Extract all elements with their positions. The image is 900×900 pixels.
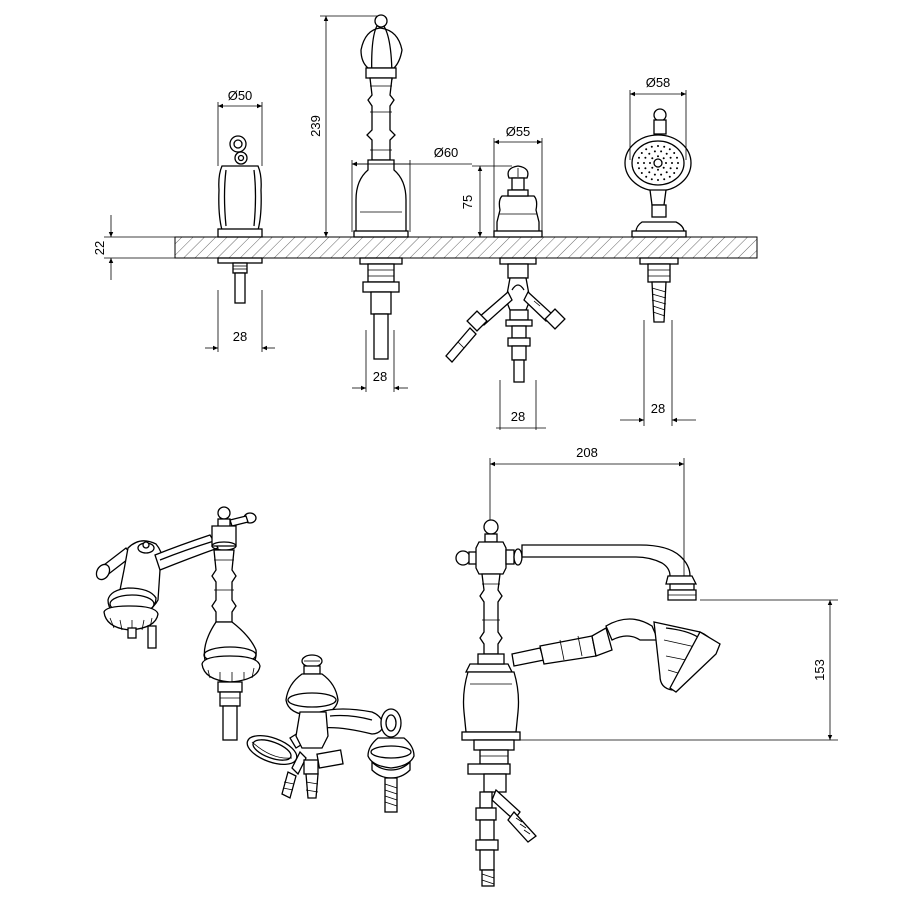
nozzle-dot [637, 162, 639, 164]
nozzle-pattern [637, 145, 679, 181]
nozzle-dot [660, 173, 663, 176]
dim-handle-diameter: Ø50 [217, 88, 263, 166]
nozzle-dot [650, 145, 653, 148]
dim-handshower-width: 28 [620, 320, 696, 426]
dim-deck-thickness: 22 [92, 215, 175, 280]
nozzle-dot [668, 148, 671, 151]
dim-diverter-diameter-label: Ø55 [506, 124, 531, 139]
nozzle-dot [653, 173, 656, 176]
dim-deck-label: 22 [92, 241, 107, 255]
nozzle-dot [665, 171, 668, 174]
deck-slab [174, 236, 758, 259]
dim-side-reach-label: 208 [576, 445, 598, 460]
dim-side-height: 153 [520, 599, 838, 741]
nozzle-dot [660, 150, 663, 153]
nozzle-dot [653, 150, 656, 153]
iso-spout-handle [95, 506, 261, 741]
nozzle-dot [676, 156, 678, 159]
nozzle-dot [669, 167, 672, 170]
diverter-front [445, 165, 566, 383]
nozzle-dot [651, 157, 654, 160]
nozzle-dot [662, 166, 665, 169]
nozzle-dot [643, 162, 645, 164]
nozzle-dot [673, 152, 676, 154]
nozzle-dot [649, 162, 651, 164]
nozzle-dot [644, 167, 647, 170]
nozzle-dot [663, 145, 666, 148]
nozzle-dot [644, 156, 647, 159]
dim-handle-width-label: 28 [233, 329, 247, 344]
nozzle-dot [665, 152, 668, 155]
nozzle-dot [640, 152, 643, 154]
handle-valve-front [217, 135, 263, 304]
nozzle-dot [676, 167, 678, 170]
nozzle-dot [665, 162, 667, 164]
nozzle-dot [650, 178, 653, 181]
nozzle-dot [671, 162, 673, 164]
dim-spout-width: 28 [352, 330, 408, 392]
nozzle-dot [657, 145, 659, 147]
dim-side-reach: 208 [489, 445, 685, 576]
dim-diverter-height-label: 75 [460, 195, 475, 209]
nozzle-dot [648, 171, 651, 174]
nozzle-dot [663, 178, 666, 181]
dim-side-height-label: 153 [812, 659, 827, 681]
nozzle-dot [645, 148, 648, 151]
spout-front [353, 14, 409, 360]
dim-handshower-diameter: Ø58 [629, 75, 687, 160]
dim-spout-diameter: Ø60 [351, 145, 472, 232]
dim-spout-height-label: 239 [308, 115, 323, 137]
handshower-front [624, 108, 692, 323]
dim-spout-height: 239 [308, 15, 378, 237]
nozzle-dot [669, 156, 672, 159]
nozzle-dot [677, 162, 679, 164]
nozzle-dot [645, 175, 648, 178]
side-view [455, 519, 721, 887]
dim-diverter-diameter: Ø55 [493, 124, 543, 232]
nozzle-dot [662, 157, 665, 160]
nozzle-dot [640, 172, 643, 174]
nozzle-dot [673, 172, 676, 174]
dim-spout-diameter-label: Ø60 [434, 145, 459, 160]
nozzle-dot [648, 152, 651, 155]
dim-handle-width: 28 [205, 290, 275, 352]
nozzle-dot [638, 156, 640, 159]
nozzle-dot [657, 168, 659, 171]
nozzle-dot [638, 167, 640, 170]
dim-diverter-height: 75 [460, 165, 512, 237]
nozzle-dot [668, 175, 671, 178]
dim-spout-width-label: 28 [373, 369, 387, 384]
dim-diverter-width: 28 [496, 380, 546, 430]
dim-handle-diameter-label: Ø50 [228, 88, 253, 103]
nozzle-dot [651, 166, 654, 169]
nozzle-dot [657, 155, 659, 158]
dim-handshower-diameter-label: Ø58 [646, 75, 671, 90]
nozzle-dot [657, 179, 659, 181]
iso-diverter-handshower [246, 654, 415, 813]
dim-diverter-width-label: 28 [511, 409, 525, 424]
dim-handshower-width-label: 28 [651, 401, 665, 416]
